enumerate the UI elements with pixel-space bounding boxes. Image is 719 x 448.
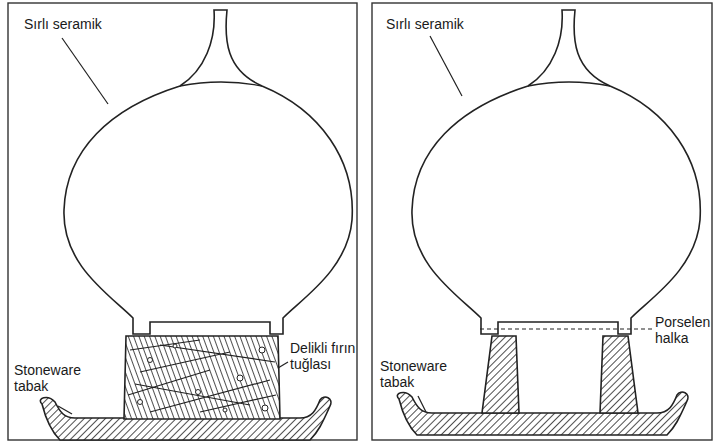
stoneware-tray — [397, 392, 688, 435]
part-label: Sırlı seramik — [386, 16, 464, 32]
perforated-brick — [124, 336, 280, 419]
glazed-ware — [64, 10, 352, 334]
panel-frame — [372, 3, 712, 440]
glazed-ware — [412, 10, 700, 334]
porcelain-ring — [482, 336, 638, 413]
part-label: Stoneware tabak — [380, 358, 456, 390]
part-label: Delikli fırın tuğlası — [290, 340, 356, 372]
part-label: Stoneware tabak — [14, 362, 90, 394]
leader-lines — [58, 36, 462, 414]
panel-frame — [8, 3, 357, 440]
part-label: Porselen halka — [655, 314, 709, 346]
part-label: Sırlı seramik — [24, 16, 102, 32]
dashed-line — [480, 328, 652, 329]
